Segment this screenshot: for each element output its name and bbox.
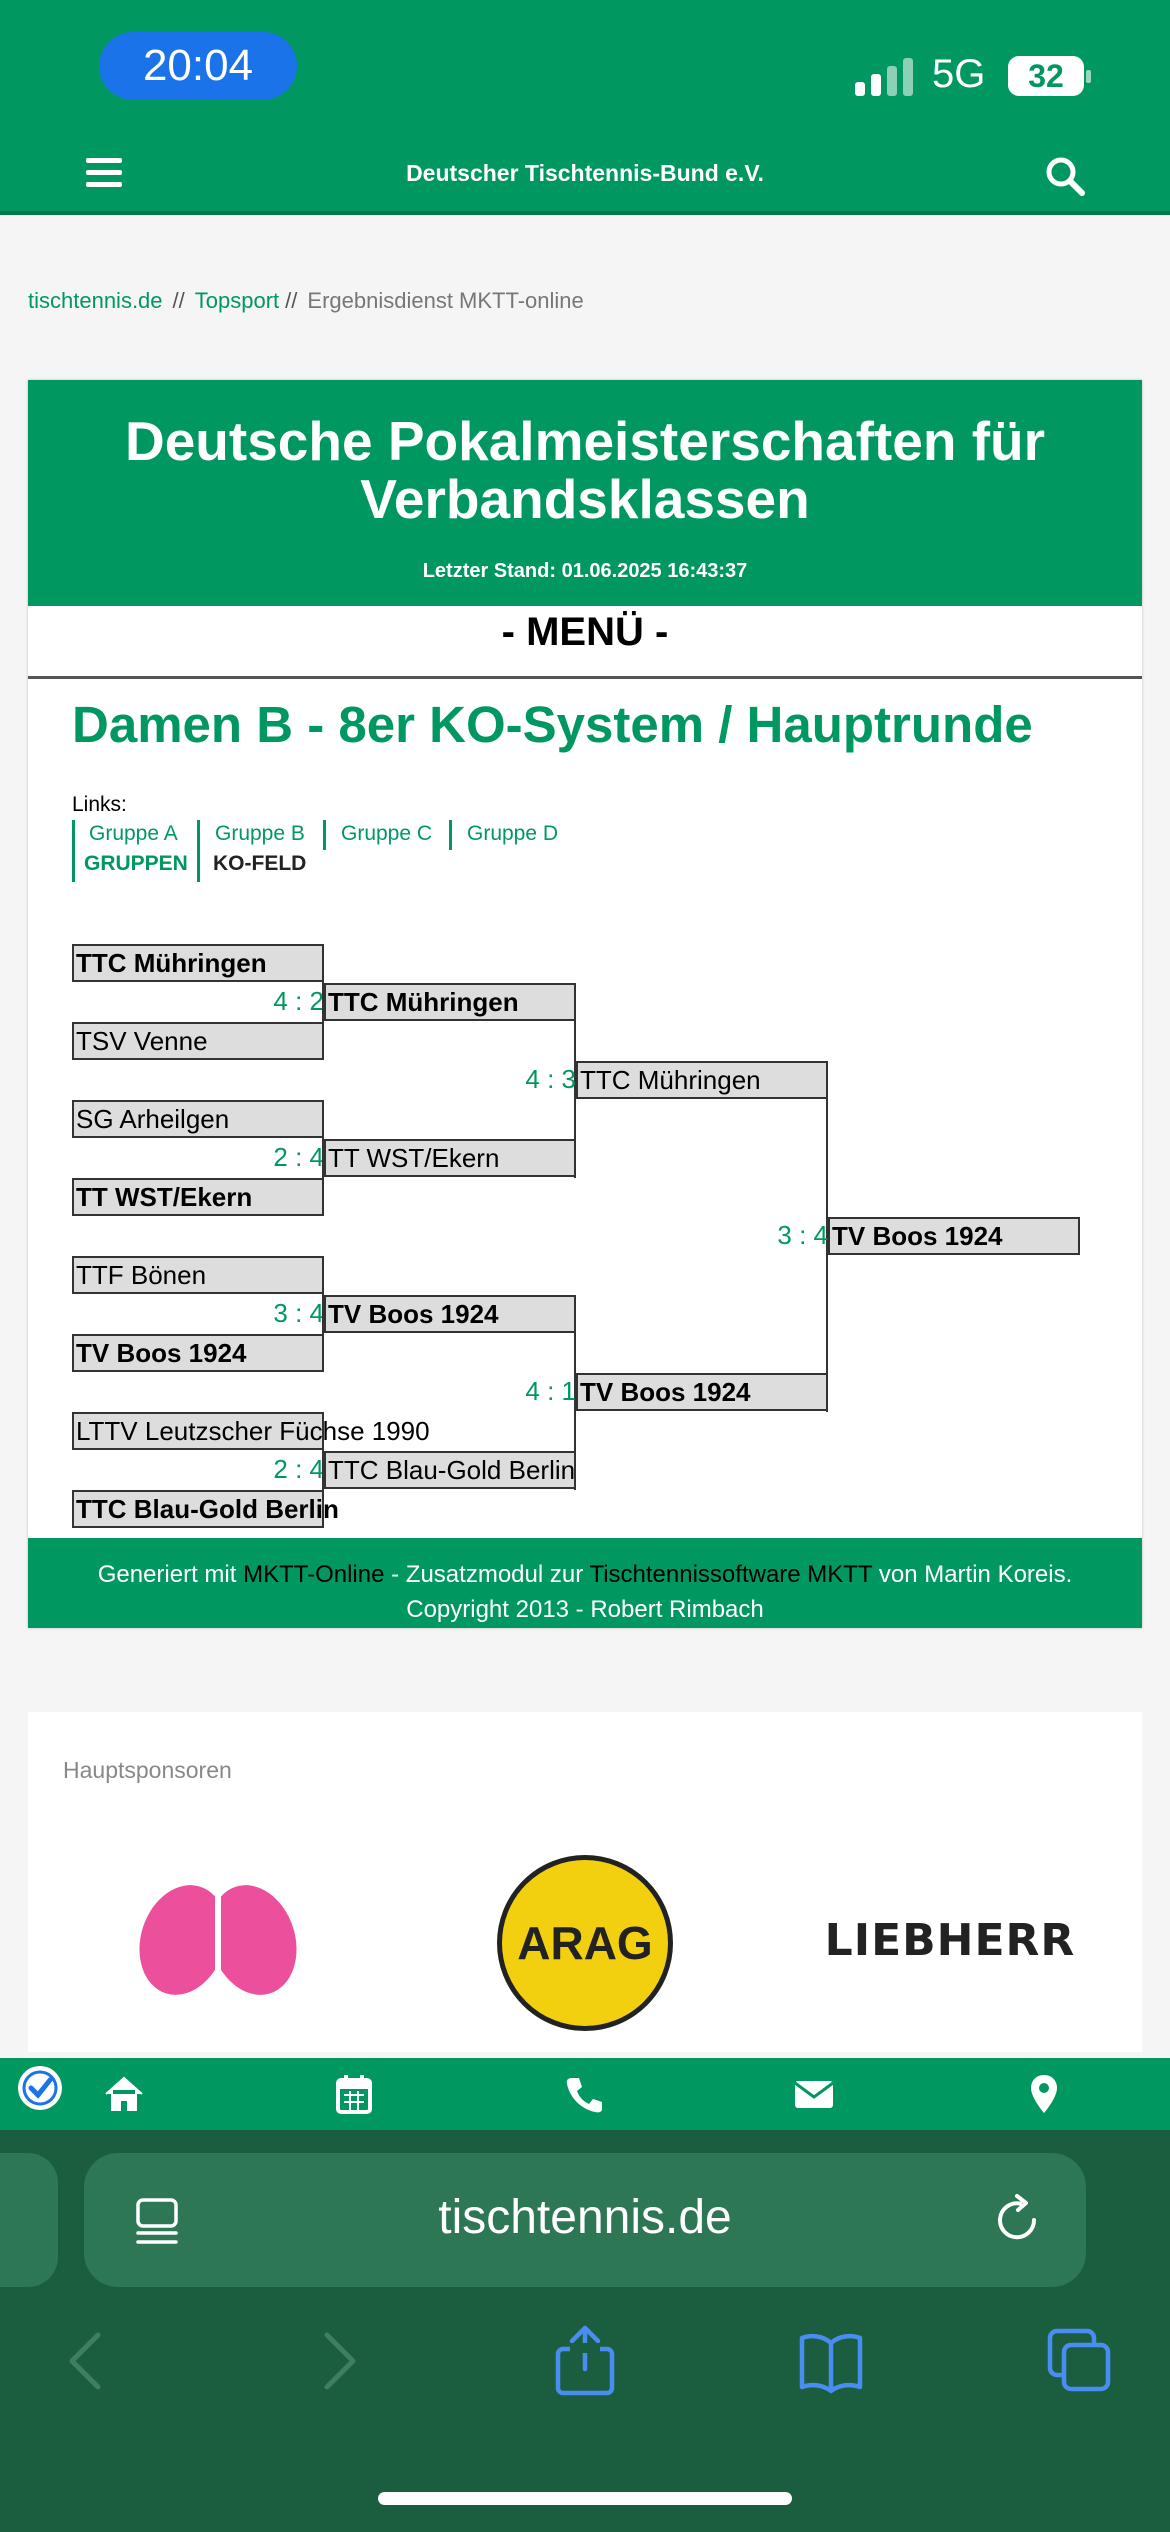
footer-copyright: Copyright 2013 - Robert Rimbach [406, 1596, 764, 1623]
r2-score-2: 2 : 4 [273, 1142, 324, 1172]
home-icon[interactable] [102, 2072, 146, 2116]
footer-software-link[interactable]: Tischtennissoftware MKTT [589, 1561, 873, 1588]
nav-gruppen[interactable]: GRUPPEN [84, 852, 188, 875]
card-footer: Generiert mit MKTT-Online - Zusatzmodul … [28, 1538, 1142, 1628]
bracket-connector [826, 1061, 828, 1412]
r1-team-1: TTC Mühringen [72, 944, 324, 982]
bracket-connector [574, 983, 576, 1178]
r2-team-2: TT WST/Ekern [324, 1139, 576, 1177]
nav-ko-feld[interactable]: KO-FELD [213, 852, 307, 875]
battery-icon: 32 [1008, 56, 1084, 96]
bracket-connector [322, 1256, 324, 1372]
breadcrumb-topsport[interactable]: Topsport [194, 288, 280, 313]
breadcrumb: tischtennis.de//Topsport//Ergebnisdienst… [28, 288, 584, 314]
page-menu-icon[interactable] [132, 2196, 182, 2246]
page-title: Deutsche Pokalmeisterschaften für Verban… [124, 410, 1046, 530]
search-icon[interactable] [1044, 155, 1086, 197]
butterfly-logo[interactable] [133, 1880, 303, 2000]
r1-team-4: TT WST/Ekern [72, 1178, 324, 1216]
share-icon[interactable] [552, 2325, 618, 2397]
r2-team-4: TTC Blau-Gold Berlin [324, 1451, 576, 1489]
back-icon[interactable] [54, 2325, 120, 2397]
location-pin-icon[interactable] [1022, 2072, 1066, 2116]
url-text[interactable]: tischtennis.de [438, 2191, 732, 2244]
r1-team-7: LTTV Leutzscher Füchse 1990 [72, 1412, 430, 1450]
r1-team-8: TTC Blau-Gold Berlin [72, 1490, 339, 1528]
previous-tab-preview[interactable] [0, 2153, 58, 2287]
site-header [0, 135, 1170, 215]
menu-toggle[interactable]: - MENÜ - [501, 610, 669, 654]
bracket-connector [322, 1412, 324, 1528]
r1-team-2: TSV Venne [72, 1022, 324, 1060]
section-title: Damen B - 8er KO-System / Hauptrunde [72, 696, 1033, 753]
r2-team-1: TTC Mühringen [324, 983, 576, 1021]
link-gruppe-c[interactable]: Gruppe C [341, 822, 433, 845]
link-gruppe-b[interactable]: Gruppe B [215, 822, 305, 845]
semi-team-2: TV Boos 1924 [576, 1373, 828, 1411]
liebherr-logo[interactable]: LIEBHERR [824, 1915, 1076, 1966]
breadcrumb-separator: // [172, 288, 185, 313]
divider [28, 676, 1142, 679]
r2-score-4: 2 : 4 [273, 1454, 324, 1484]
signal-icon [855, 58, 915, 96]
final-winner: TV Boos 1924 [828, 1217, 1080, 1255]
footer-gen: Generiert mit [97, 1561, 244, 1588]
bracket-connector [322, 944, 324, 1060]
final-score: 3 : 4 [777, 1220, 828, 1250]
phone-icon[interactable] [562, 2072, 606, 2116]
semi-score-2: 4 : 1 [525, 1376, 576, 1406]
menu-icon[interactable] [86, 158, 122, 188]
r1-team-3: SG Arheilgen [72, 1100, 324, 1138]
site-title[interactable]: Deutscher Tischtennis-Bund e.V. [406, 160, 764, 186]
forward-icon[interactable] [305, 2325, 371, 2397]
breadcrumb-separator: // [285, 288, 298, 313]
footer-author: von Martin Koreis. [872, 1561, 1073, 1588]
link-gruppe-d[interactable]: Gruppe D [467, 822, 559, 845]
r2-score-3: 3 : 4 [273, 1298, 324, 1328]
r1-team-5: TTF Bönen [72, 1256, 324, 1294]
r2-team-3: TV Boos 1924 [324, 1295, 576, 1333]
reload-icon[interactable] [990, 2192, 1046, 2248]
breadcrumb-current: Ergebnisdienst MKTT-online [307, 288, 584, 313]
nav-divider [197, 820, 200, 882]
network-type: 5G [932, 52, 986, 96]
mail-icon[interactable] [792, 2072, 836, 2116]
bracket-connector [574, 1295, 576, 1490]
card-header [28, 380, 1142, 606]
r2-score-1: 4 : 2 [273, 986, 324, 1016]
verified-badge-icon [18, 2066, 62, 2110]
nav-divider [323, 820, 326, 850]
bottom-nav-bar [0, 2058, 1170, 2130]
sponsors-label: Hauptsponsoren [63, 1757, 232, 1783]
semi-score-1: 4 : 3 [525, 1064, 576, 1094]
bookmarks-icon[interactable] [798, 2325, 864, 2397]
status-time: 20:04 [99, 32, 297, 100]
breadcrumb-home[interactable]: tischtennis.de [28, 288, 163, 313]
address-bar[interactable] [84, 2153, 1086, 2287]
arag-logo[interactable]: ARAG [497, 1855, 673, 2031]
last-update: Letzter Stand: 01.06.2025 16:43:37 [422, 560, 748, 582]
r1-team-6: TV Boos 1924 [72, 1334, 324, 1372]
footer-mktt-online-link[interactable]: MKTT-Online [243, 1561, 385, 1588]
home-indicator [378, 2492, 792, 2505]
footer-mid: - Zusatzmodul zur [384, 1561, 590, 1588]
semi-team-1: TTC Mühringen [576, 1061, 828, 1099]
nav-divider [72, 820, 75, 882]
nav-divider [449, 820, 452, 850]
battery-tip [1086, 70, 1091, 83]
links-label: Links: [72, 793, 127, 816]
link-gruppe-a[interactable]: Gruppe A [89, 822, 178, 845]
bracket-connector [322, 1100, 324, 1216]
calendar-icon[interactable] [332, 2072, 376, 2116]
tabs-icon[interactable] [1046, 2325, 1112, 2397]
